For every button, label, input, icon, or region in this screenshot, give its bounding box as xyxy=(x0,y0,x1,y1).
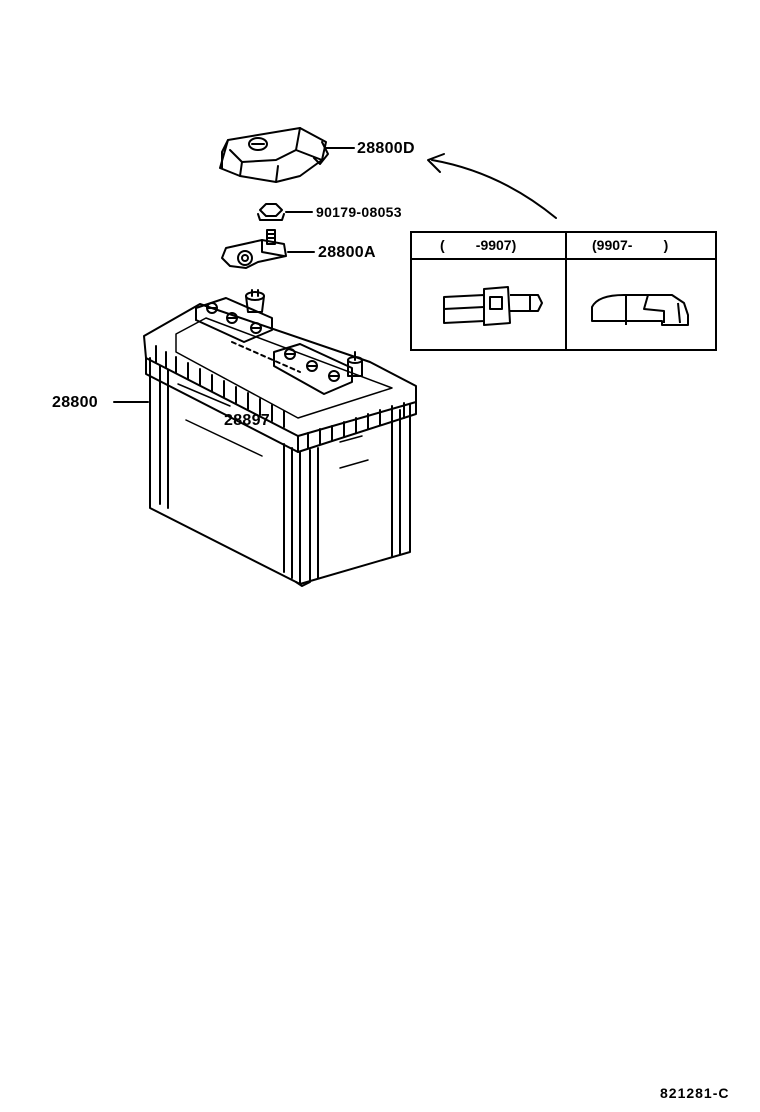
part-number-holder: 28897 xyxy=(224,412,270,429)
terminal-cover-illustration xyxy=(219,127,329,183)
late-cover-illustration xyxy=(591,294,689,326)
part-number-clamp: 28800A xyxy=(318,244,376,261)
variant-box-lines xyxy=(412,233,715,349)
flange-nut-illustration xyxy=(257,203,285,221)
part-number-cover: 28800D xyxy=(357,140,415,157)
variant-comparison-box: ( -9907) (9907- ) xyxy=(410,231,717,351)
part-number-battery: 28800 xyxy=(52,394,98,411)
figure-code: 821281-C xyxy=(660,1085,730,1101)
variant-arrow xyxy=(431,159,557,219)
variant-header-early: ( -9907) xyxy=(440,237,517,253)
terminal-clamp-illustration xyxy=(221,229,287,269)
variant-header-late: (9907- ) xyxy=(592,237,669,253)
variant-arrowhead xyxy=(427,153,445,173)
part-number-nut: 90179-08053 xyxy=(316,204,402,220)
early-cover-illustration xyxy=(443,286,543,326)
battery-illustration xyxy=(143,289,417,587)
